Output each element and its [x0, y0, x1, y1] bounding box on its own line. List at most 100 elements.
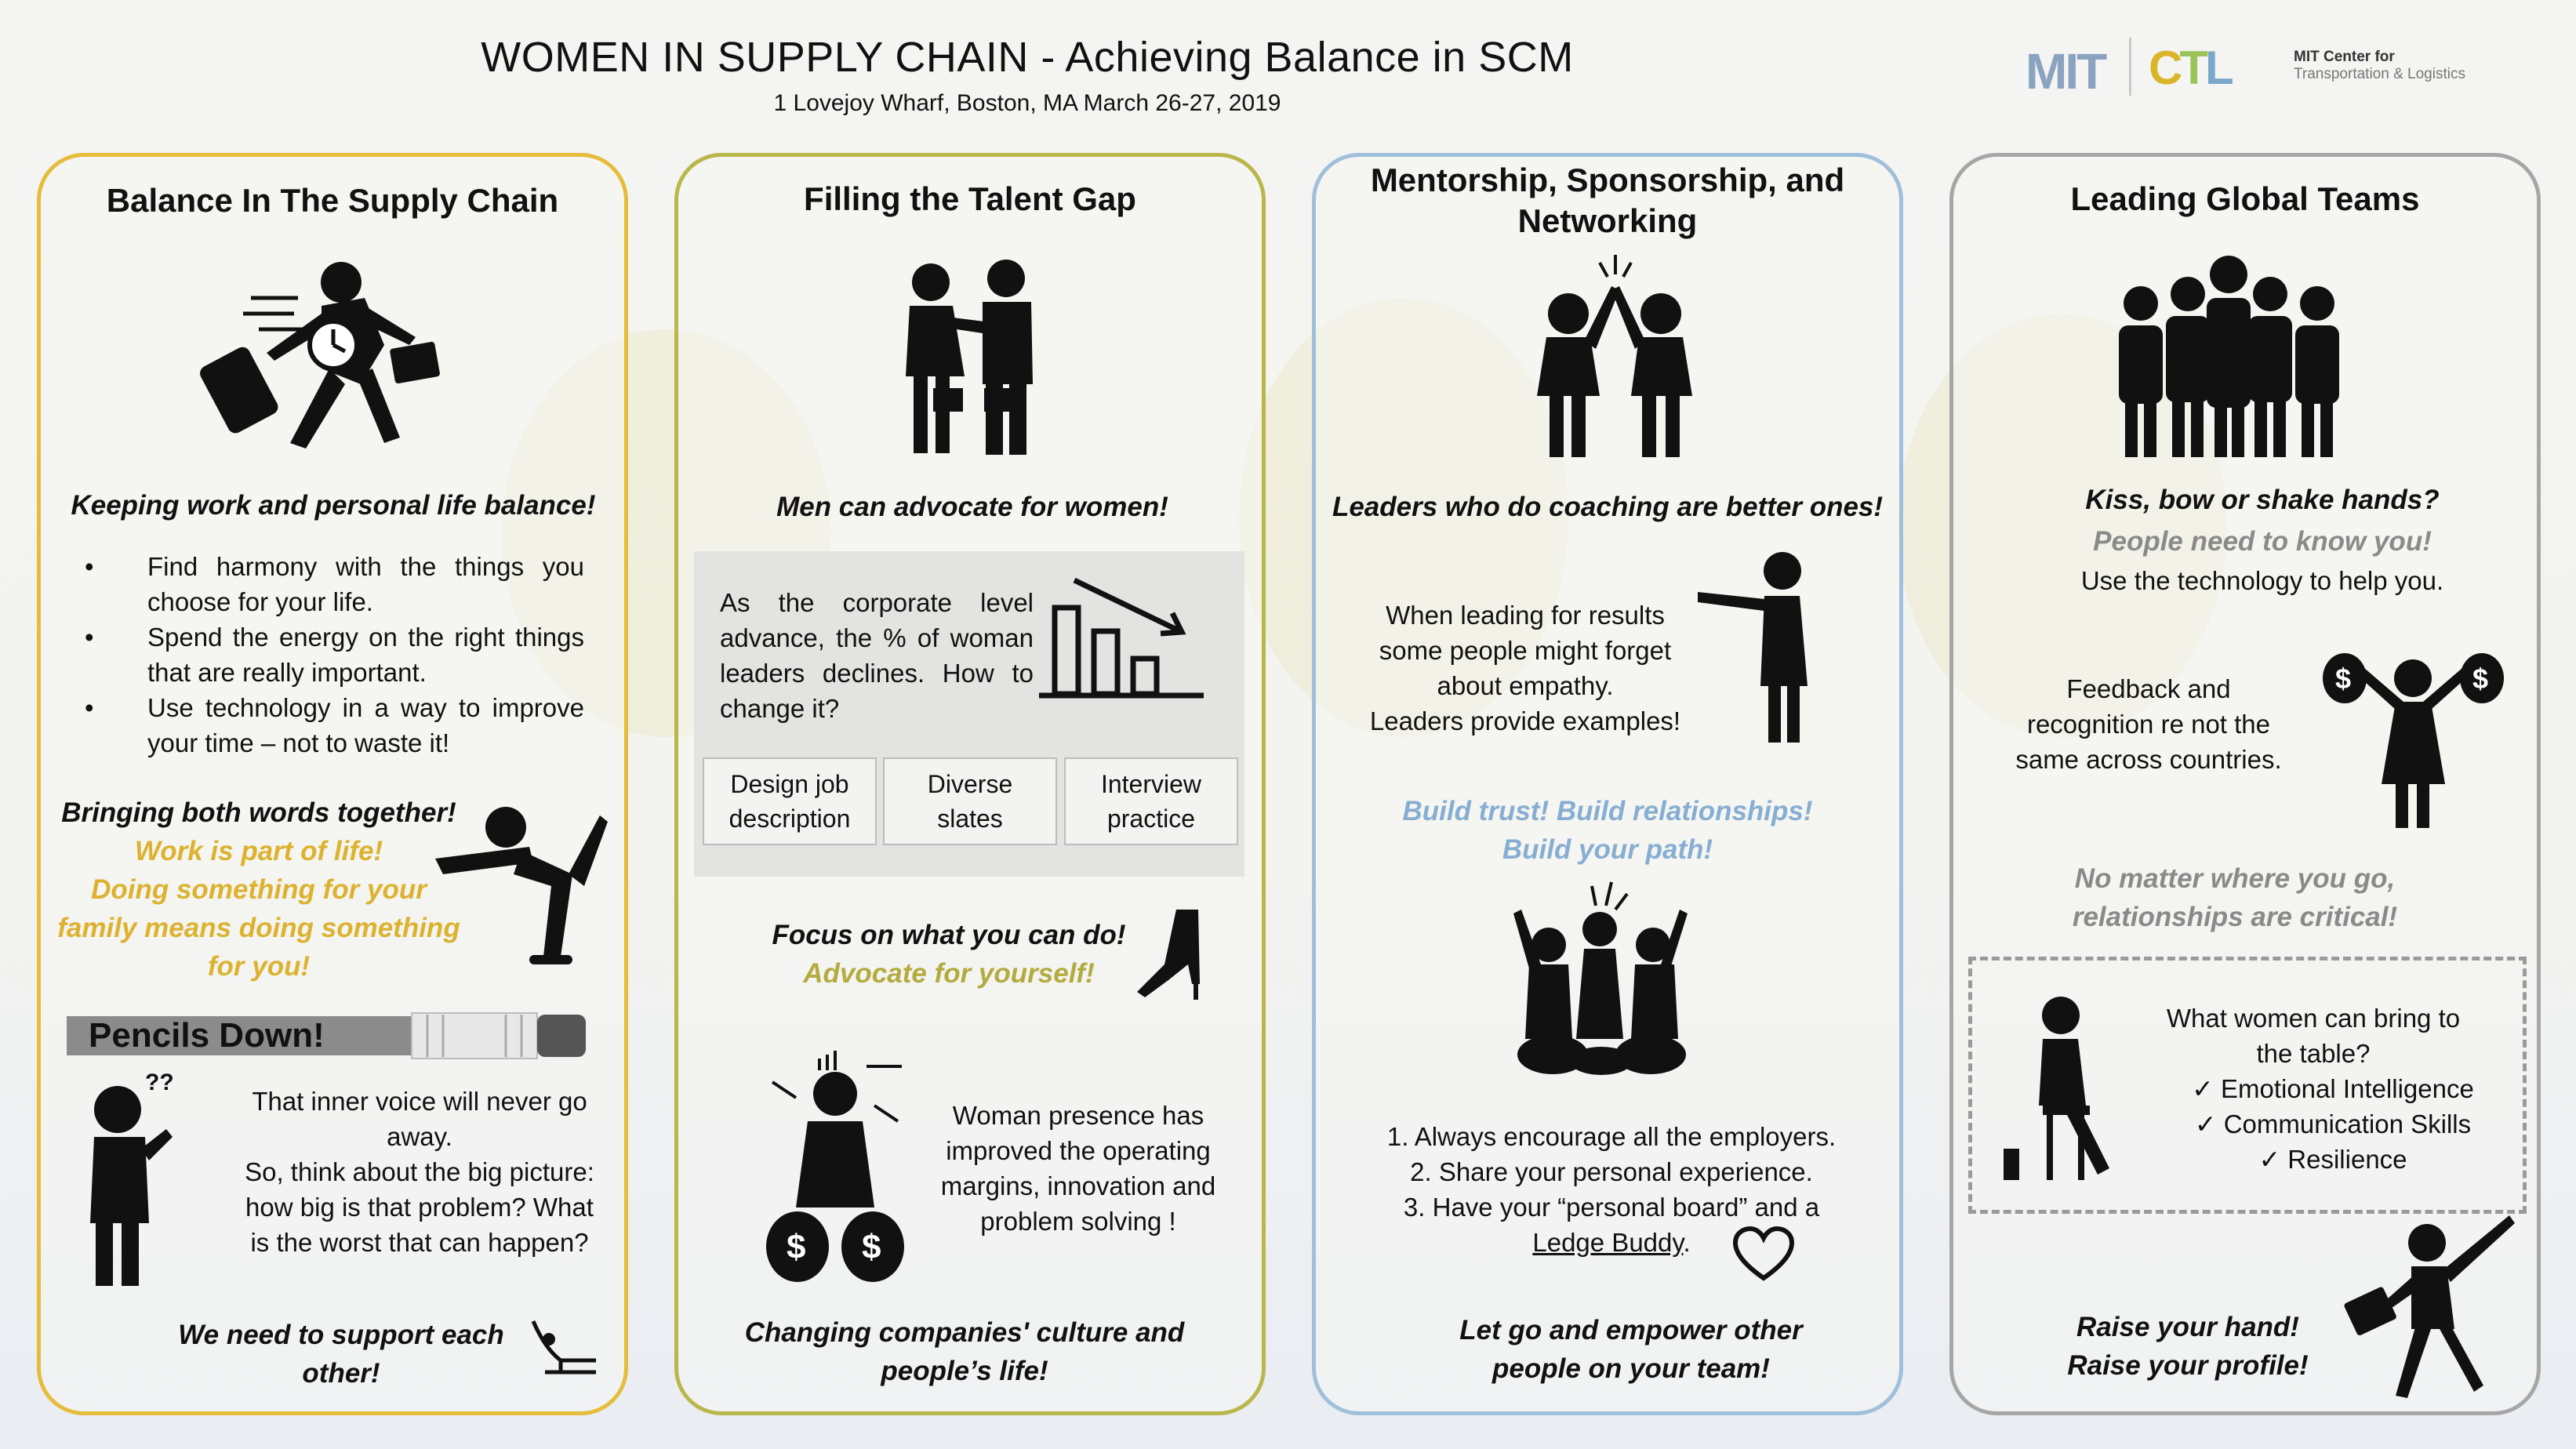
svg-text:$: $ [862, 1228, 881, 1266]
action-line: Interview [1100, 770, 1202, 798]
voice-line: away. [387, 1122, 452, 1151]
panel1-words-block: Bringing both words together! Work is pa… [39, 794, 478, 986]
panel2-presence-text: Woman presence has improved the operatin… [925, 1098, 1231, 1239]
ledge-buddy-link[interactable]: Ledge Buddy [1532, 1228, 1684, 1257]
presence-line: improved the operating [946, 1136, 1211, 1165]
yoga-pose-icon [435, 807, 608, 964]
empathy-line: Leaders provide examples! [1369, 706, 1681, 735]
ctl-center-line: Transportation & Logistics [2294, 66, 2465, 82]
voice-line: how big is that problem? What [245, 1193, 594, 1222]
svg-text:$: $ [2472, 663, 2488, 695]
mit-ctl-logo: MIT CTL MIT Center for Transportation & … [2019, 31, 2466, 102]
ctl-center-name: MIT Center for Transportation & Logistic… [2294, 49, 2465, 83]
panel3-steps: 1. Always encourage all the employers. 2… [1353, 1119, 1870, 1260]
panel4-matter: No matter where you go, relationships ar… [1960, 859, 2509, 936]
know-line: People need to know you! [2093, 526, 2432, 557]
team-group-icon [2119, 256, 2339, 457]
declining-bar-chart-icon [1039, 577, 1204, 699]
feedback-line: Feedback and [2066, 674, 2231, 703]
matter-line: relationships are critical! [2072, 902, 2398, 932]
voice-line: So, think about the big picture: [245, 1157, 594, 1186]
action-line: Design job [730, 770, 849, 798]
seated-thinker-icon [2004, 997, 2109, 1180]
boot-icon [1137, 910, 1200, 1000]
svg-text:$: $ [787, 1228, 805, 1266]
empathy-line: When leading for results [1386, 601, 1665, 630]
title-line: Mentorship, Sponsorship, and [1370, 162, 1845, 198]
words-line: for you! [207, 951, 311, 982]
panel3-tagline: Leaders who do coaching are better ones! [1332, 492, 1884, 522]
page-title: WOMEN IN SUPPLY CHAIN - Achieving Balanc… [481, 34, 1574, 81]
page-subtitle: 1 Lovejoy Wharf, Boston, MA March 26-27,… [773, 90, 1281, 116]
mit-logo-text: MIT [2026, 43, 2107, 100]
panel1-closing: We need to support each other! [145, 1316, 537, 1393]
trust-line: Build your path! [1502, 834, 1713, 865]
panel4-intro: Kiss, bow or shake hands? People need to… [1960, 480, 2564, 598]
svg-text:$: $ [2335, 663, 2351, 695]
panel4-closing: Raise your hand! Raise your profile! [2023, 1308, 2353, 1385]
money-raise-woman-icon: $ $ [2323, 653, 2504, 828]
logo-divider [2129, 38, 2131, 96]
panel-title: Filling the Talent Gap [804, 180, 1136, 217]
cheering-team-icon [1513, 881, 1688, 1075]
closing-line: Changing companies' culture and [744, 1317, 1185, 1348]
table-line: the table? [2256, 1039, 2371, 1068]
list-item: Emotional Intelligence [2133, 1071, 2533, 1106]
action-line: description [728, 804, 851, 833]
high-five-icon [1537, 255, 1692, 457]
voice-line: is the worst that can happen? [250, 1228, 589, 1257]
closing-line: other! [302, 1358, 380, 1389]
list-item: 1. Always encourage all the employers. [1386, 1122, 1837, 1151]
trust-line: Build trust! Build relationships! [1402, 796, 1813, 826]
closing-line: people on your team! [1492, 1353, 1770, 1384]
panel3-closing: Let go and empower other people on your … [1357, 1311, 1906, 1388]
action-line: Diverse [927, 770, 1013, 798]
ctl-letter: L [2205, 42, 2234, 94]
closing-line: people’s life! [881, 1356, 1048, 1386]
list-item: 2. Share your personal experience. [1410, 1157, 1813, 1186]
money-bags-woman-icon: $ $ [766, 1051, 904, 1282]
action-interview-practice: Interview practice [1064, 757, 1238, 845]
sled-icon [531, 1320, 596, 1375]
closing-line: Raise your hand! [2076, 1312, 2299, 1342]
presence-line: Woman presence has [952, 1101, 1204, 1130]
pencils-down-banner: Pencils Down! [67, 1011, 588, 1060]
panel-title: Mentorship, Sponsorship, and Networking [1332, 160, 1884, 242]
ctl-letter: C [2149, 42, 2182, 94]
list-item: Ledge Buddy. [1353, 1225, 1870, 1260]
voice-line: That inner voice will never go [252, 1087, 587, 1116]
pencils-down-label: Pencils Down! [89, 1016, 325, 1055]
panel2-closing: Changing companies' culture and people’s… [690, 1313, 1239, 1390]
panel1-voice-text: That inner voice will never go away. So,… [223, 1084, 616, 1260]
tech-line: Use the technology to help you. [2080, 566, 2444, 595]
talent-gap-question: As the corporate level advance, the % of… [720, 588, 1034, 723]
closing-line: We need to support each [178, 1320, 504, 1350]
ctl-letter: T [2179, 42, 2208, 94]
panel3-trust: Build trust! Build relationships! Build … [1333, 792, 1882, 869]
ctl-center-line: MIT Center for [2294, 49, 2395, 65]
panel4-feedback-text: Feedback and recognition re not the same… [1992, 671, 2305, 777]
panel-title: Leading Global Teams [2070, 180, 2420, 217]
panel2-focus: Focus on what you can do! Advocate for y… [706, 916, 1192, 993]
feedback-line: same across countries. [2015, 745, 2282, 774]
list-item: Resilience [2133, 1142, 2533, 1177]
panel-mentorship: Mentorship, Sponsorship, and Networking [1312, 153, 1903, 1415]
panel1-bullet-list: Find harmony with the things you choose … [78, 549, 584, 761]
pointing-businesswoman-icon [1698, 552, 1808, 743]
ctl-logo-mark: CTL [2149, 41, 2234, 95]
list-item: Find harmony with the things you choose … [78, 549, 584, 619]
focus-line: Focus on what you can do! [772, 920, 1126, 950]
words-line: family means doing something [57, 913, 460, 943]
list-item: Communication Skills [2133, 1106, 2533, 1142]
words-line: Work is part of life! [134, 836, 383, 866]
action-design-job: Design job description [703, 757, 877, 845]
heart-icon [1732, 1226, 1795, 1281]
presence-line: margins, innovation and [940, 1171, 1216, 1200]
feedback-line: recognition re not the [2026, 710, 2271, 739]
thinking-person-icon: ?? [90, 1070, 174, 1286]
panel3-empathy-text: When leading for results some people mig… [1345, 597, 1706, 739]
buddy-suffix: . [1683, 1228, 1691, 1257]
presence-line: problem solving ! [980, 1207, 1176, 1236]
panel4-tagline: Kiss, bow or shake hands? [2085, 485, 2440, 515]
panel2-tagline: Men can advocate for women! [776, 492, 1168, 522]
